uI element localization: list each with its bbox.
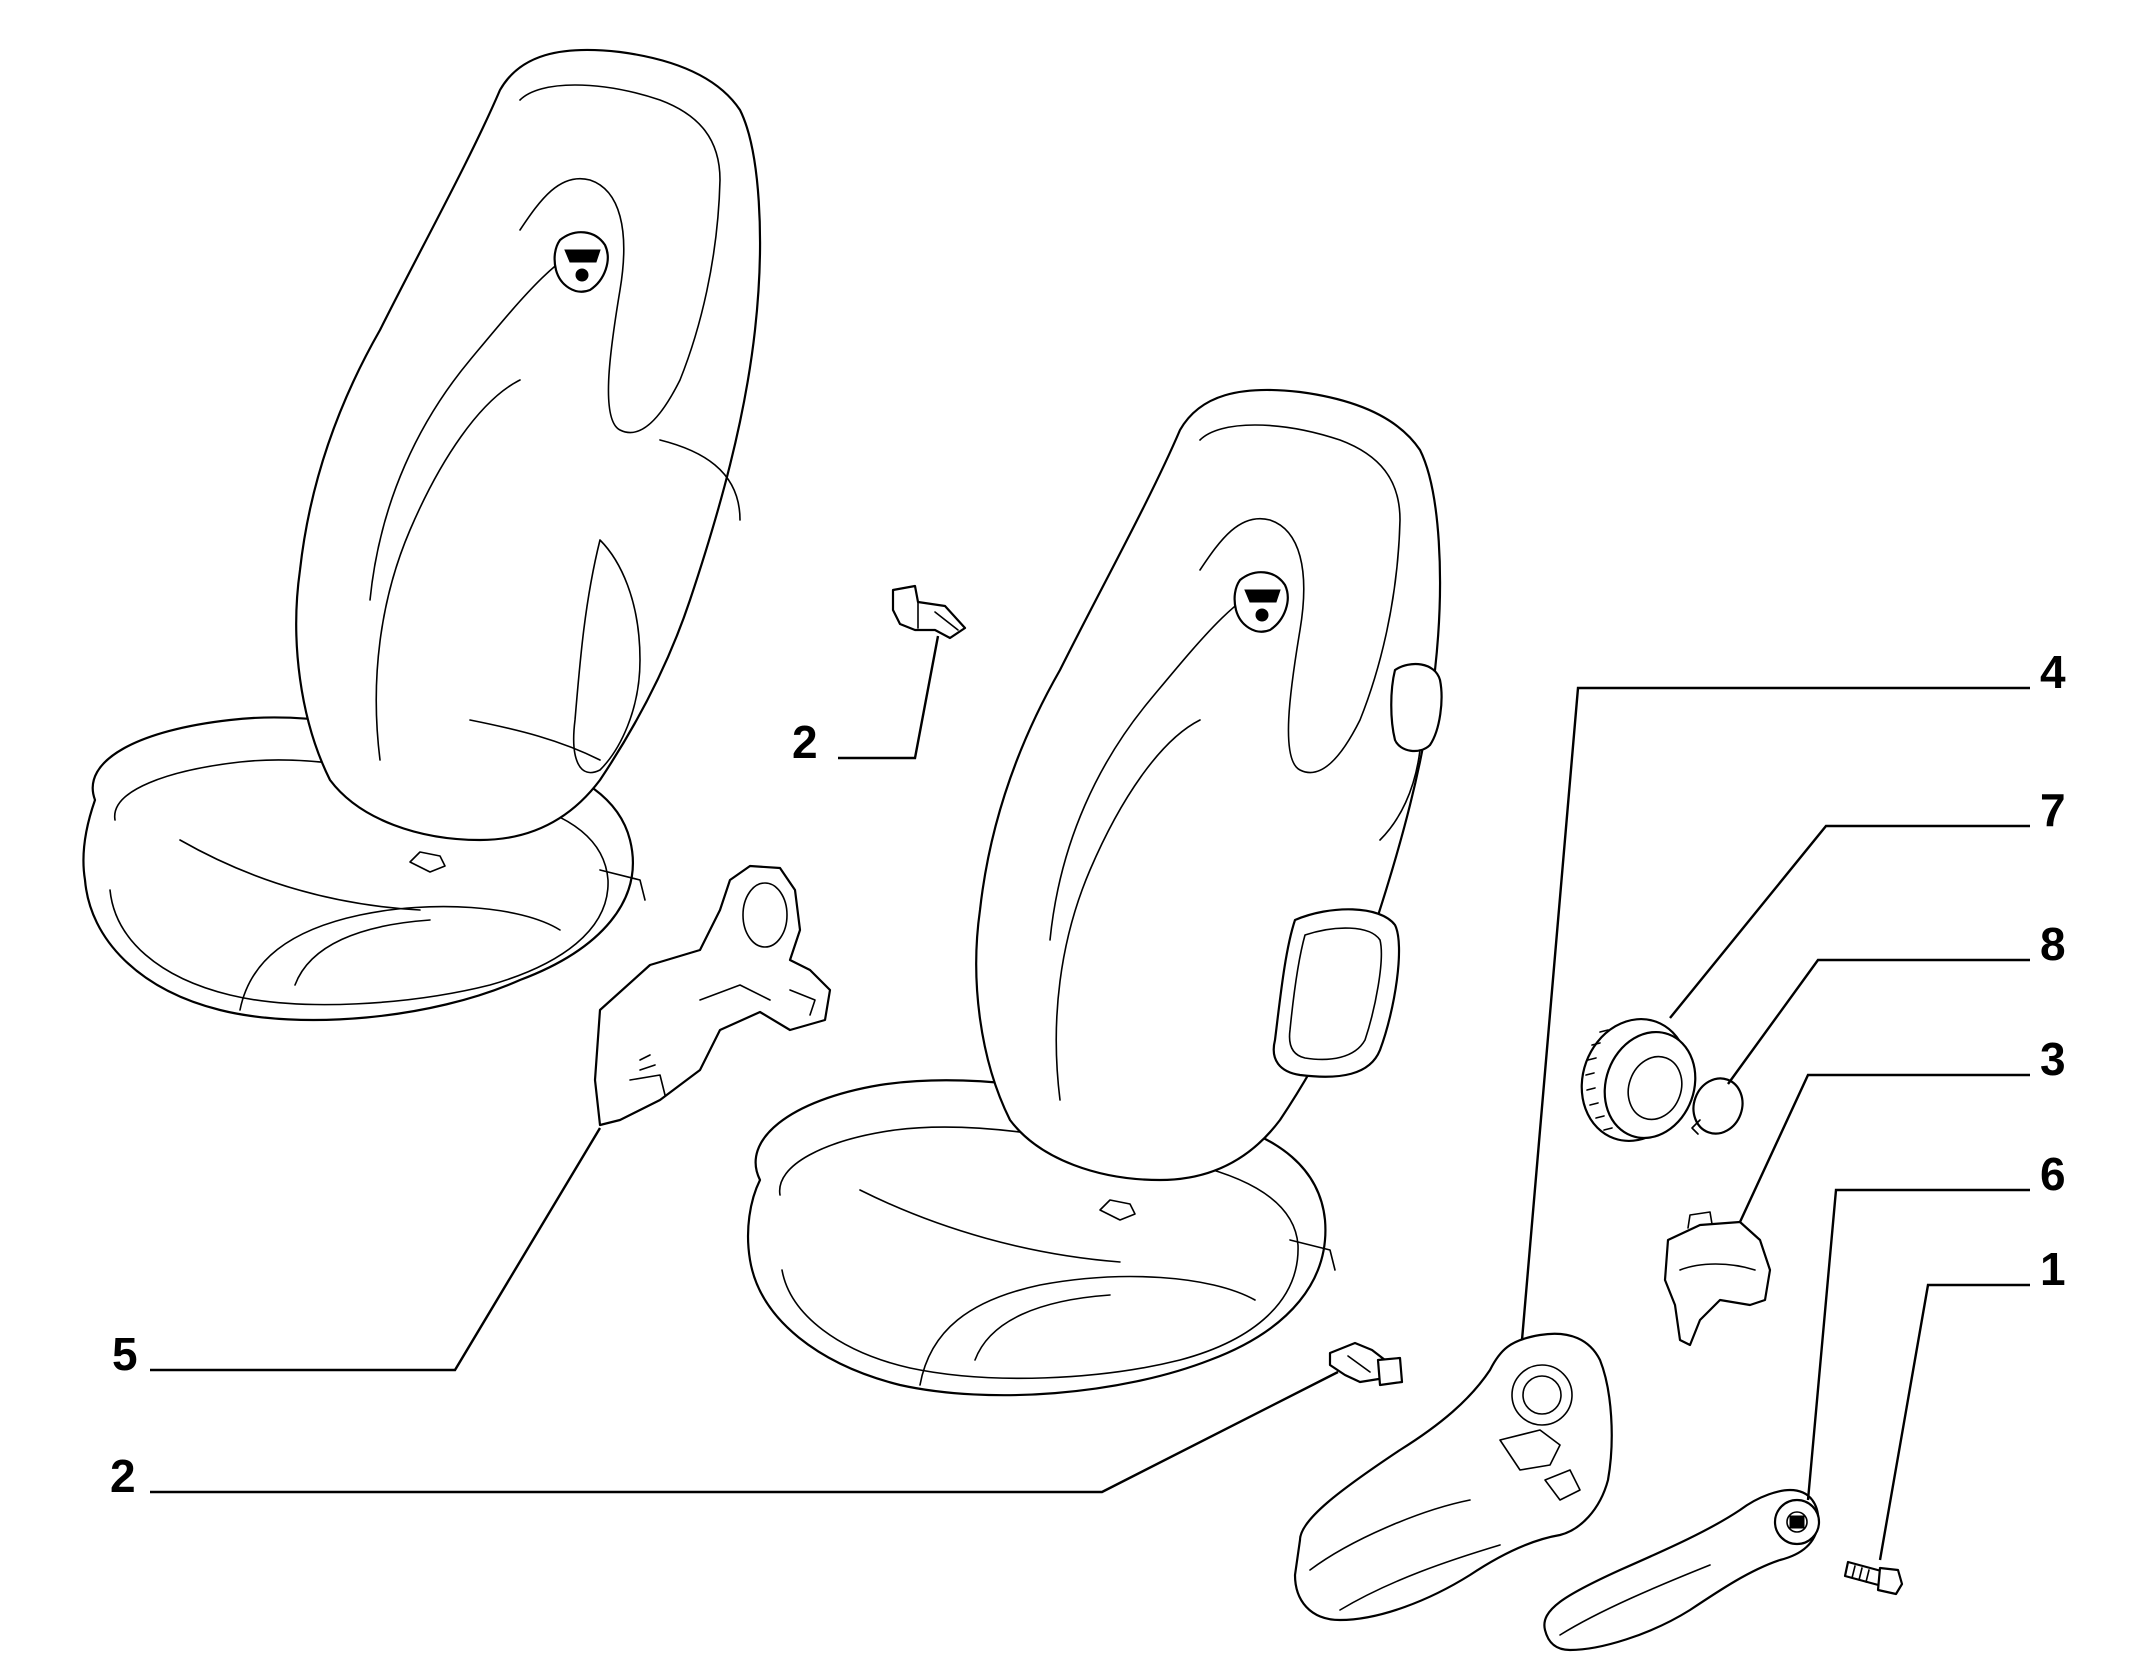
seat-left [82, 48, 762, 1022]
seat-right [746, 388, 1443, 1397]
callout-6: 6 [2040, 1148, 2066, 1200]
callout-4: 4 [2040, 646, 2066, 698]
part-inner-bracket [593, 864, 832, 1127]
leader-lines [150, 635, 2030, 1561]
callout-8: 8 [2040, 918, 2066, 970]
callout-labels: 2 5 2 4 7 8 3 6 1 [110, 646, 2066, 1502]
callout-3: 3 [2040, 1033, 2066, 1085]
part-knob [1580, 1017, 1697, 1143]
part-cap [1691, 1077, 1744, 1135]
callout-2-upper: 2 [792, 716, 818, 768]
callout-2-lower: 2 [110, 1450, 136, 1502]
part-clip-upper [891, 584, 967, 640]
part-clip-lower [1328, 1341, 1404, 1387]
part-outer-trim [1293, 1332, 1613, 1622]
part-cover [1663, 1211, 1772, 1347]
part-lever [1543, 1488, 1821, 1652]
callout-7: 7 [2040, 784, 2066, 836]
callout-1: 1 [2040, 1243, 2066, 1295]
callout-5: 5 [112, 1328, 138, 1380]
part-screw [1843, 1560, 1904, 1596]
